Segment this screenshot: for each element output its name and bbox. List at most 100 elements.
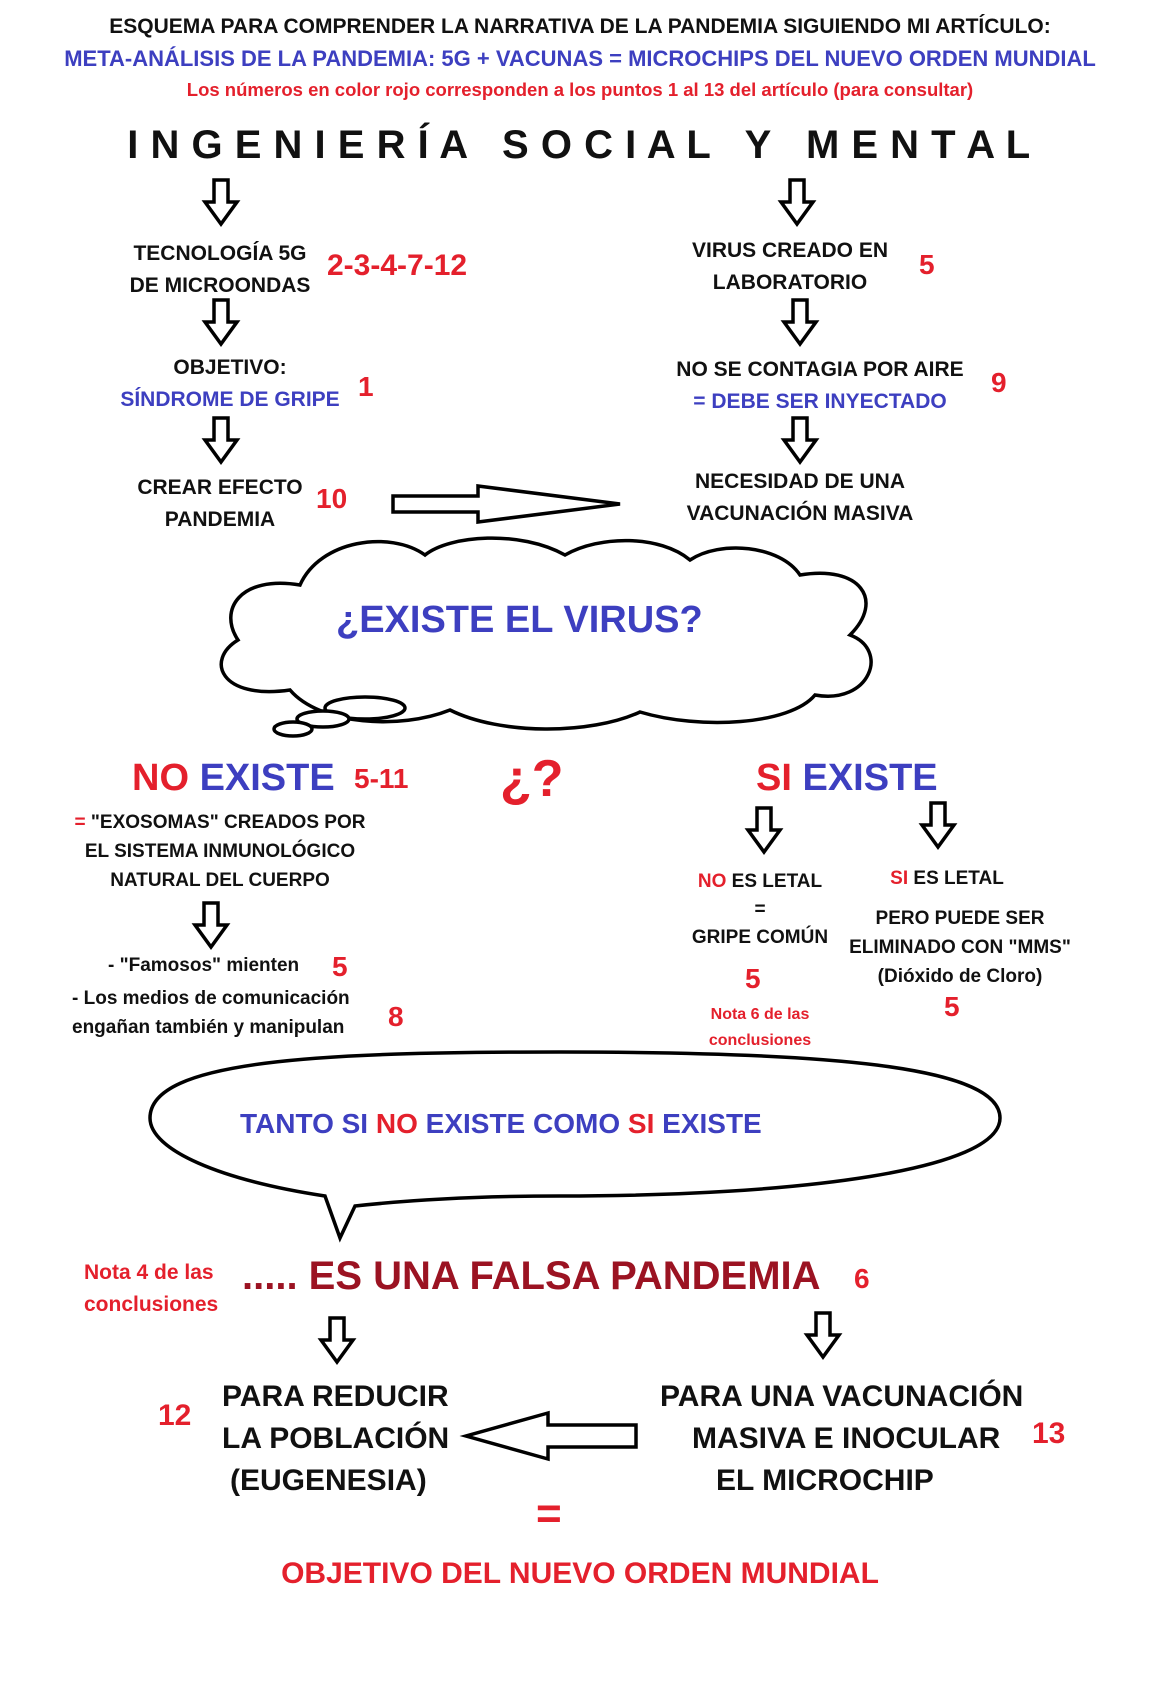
speech-part-3: EXISTE COMO bbox=[417, 1108, 628, 1139]
speech-text: TANTO SI NO EXISTE COMO SI EXISTE bbox=[240, 1107, 762, 1141]
need-line-1: NECESIDAD DE UNA bbox=[694, 470, 906, 493]
no-letal-rest: ES LETAL bbox=[731, 871, 823, 892]
arrow-down-icon bbox=[203, 416, 239, 464]
note-4-line-2: conclusiones bbox=[84, 1293, 219, 1316]
arrow-left-icon bbox=[459, 1410, 638, 1462]
cloud-question: ¿EXISTE EL VIRUS? bbox=[336, 599, 703, 641]
reduce-population-box: PARA REDUCIR LA POBLACIÓN (EUGENESIA) bbox=[222, 1376, 449, 1502]
virus-lab-box: VIRUS CREADO EN LABORATORIO bbox=[660, 235, 920, 299]
tech-line-2: DE MICROONDAS bbox=[129, 274, 311, 297]
arrow-down-icon bbox=[319, 1316, 355, 1364]
vacc-line-3: EL MICROCHIP bbox=[716, 1464, 934, 1497]
speech-part-si: SI bbox=[627, 1108, 655, 1139]
desc-eq: = bbox=[74, 812, 86, 833]
objective-value: SÍNDROME DE GRIPE bbox=[120, 388, 340, 411]
air-box: NO SE CONTAGIA POR AIRE = DEBE SER INYEC… bbox=[660, 354, 980, 418]
desc-line-2: EL SISTEMA INMUNOLÓGICO bbox=[84, 841, 356, 862]
false-pandemic-text: ..... ES UNA FALSA PANDEMIA bbox=[242, 1254, 821, 1298]
main-title: I N G E N I E R Í A S O C I A L Y M E N … bbox=[127, 123, 1031, 167]
arrow-down-icon bbox=[746, 806, 782, 854]
si-word: SI bbox=[756, 757, 792, 799]
medios-box: - Los medios de comunicación engañan tam… bbox=[72, 984, 350, 1042]
si-letal-line-1: PERO PUEDE SER bbox=[875, 908, 1045, 929]
si-letal-line-2: ELIMINADO CON "MMS" bbox=[849, 937, 1071, 958]
arrow-down-icon bbox=[193, 901, 229, 949]
header-line-3: Los números en color rojo corresponden a… bbox=[186, 79, 974, 100]
existe-word: EXISTE bbox=[199, 757, 335, 799]
need-line-2: VACUNACIÓN MASIVA bbox=[686, 502, 914, 525]
medios-line-2: engañan también y manipulan bbox=[72, 1017, 345, 1038]
speech-bubble bbox=[148, 1050, 1002, 1243]
reduce-line-1: PARA REDUCIR bbox=[222, 1380, 449, 1413]
si-letal-box: PERO PUEDE SER ELIMINADO CON "MMS" (Dióx… bbox=[830, 904, 1090, 991]
arrow-down-icon bbox=[805, 1311, 841, 1359]
no-letal-box: NO ES LETAL = GRIPE COMÚN bbox=[660, 868, 860, 952]
reduce-line-2: LA POBLACIÓN bbox=[222, 1422, 450, 1455]
thought-cloud bbox=[219, 536, 873, 738]
objective-box: OBJETIVO: SÍNDROME DE GRIPE bbox=[90, 352, 370, 416]
effect-box: CREAR EFECTO PANDEMIA bbox=[110, 472, 330, 536]
air-line-1: NO SE CONTAGIA POR AIRE bbox=[676, 358, 964, 381]
si-letal-si: SI bbox=[890, 868, 909, 889]
no-word: NO bbox=[132, 757, 189, 799]
microchip-box: PARA UNA VACUNACIÓN MASIVA E INOCULAR EL… bbox=[660, 1376, 1023, 1502]
ref-number: 5-11 bbox=[354, 763, 409, 794]
medios-line-1: - Los medios de comunicación bbox=[72, 988, 350, 1009]
si-existe-heading: SI EXISTE bbox=[756, 756, 938, 802]
arrow-down-icon bbox=[782, 298, 818, 346]
ref-number: 13 bbox=[1032, 1417, 1066, 1450]
virus-line-2: LABORATORIO bbox=[712, 271, 868, 294]
middle-question: ¿? bbox=[500, 750, 564, 808]
ref-number: 5 bbox=[944, 991, 960, 1022]
equals-sign: = bbox=[536, 1489, 562, 1538]
ref-number: 9 bbox=[991, 367, 1007, 398]
ref-number: 12 bbox=[158, 1399, 192, 1432]
si-letal-heading: SI ES LETAL bbox=[862, 868, 1032, 891]
note-4-line-1: Nota 4 de las bbox=[84, 1261, 214, 1284]
speech-part-5: EXISTE bbox=[654, 1108, 762, 1139]
si-letal-rest: ES LETAL bbox=[913, 868, 1004, 889]
ref-number: 5 bbox=[332, 951, 348, 982]
ref-number: 2-3-4-7-12 bbox=[327, 249, 468, 282]
speech-part-1: TANTO SI bbox=[240, 1108, 376, 1139]
header-line-1: ESQUEMA PARA COMPRENDER LA NARRATIVA DE … bbox=[109, 15, 1051, 38]
ref-number: 8 bbox=[388, 1001, 404, 1032]
reduce-line-3: (EUGENESIA) bbox=[230, 1464, 427, 1497]
tech-5g-box: TECNOLOGÍA 5G DE MICROONDAS bbox=[100, 238, 340, 302]
virus-line-1: VIRUS CREADO EN bbox=[691, 239, 889, 262]
tech-line-1: TECNOLOGÍA 5G bbox=[133, 242, 307, 265]
conclusion: OBJETIVO DEL NUEVO ORDEN MUNDIAL bbox=[281, 1557, 879, 1590]
arrow-down-icon bbox=[920, 801, 956, 849]
arrow-down-icon bbox=[779, 178, 815, 226]
air-line-2: = DEBE SER INYECTADO bbox=[693, 390, 947, 413]
famosos-line: - "Famosos" mienten bbox=[108, 955, 300, 976]
no-letal-gripe: GRIPE COMÚN bbox=[691, 927, 829, 948]
effect-line-2: PANDEMIA bbox=[164, 508, 276, 531]
arrow-down-icon bbox=[782, 416, 818, 464]
vacc-line-1: PARA UNA VACUNACIÓN bbox=[660, 1380, 1024, 1413]
note-6-line-2: conclusiones bbox=[708, 1032, 812, 1049]
note-6-box: Nota 6 de las conclusiones bbox=[660, 1002, 860, 1054]
si-letal-line-3: (Dióxido de Cloro) bbox=[877, 966, 1043, 987]
effect-line-1: CREAR EFECTO bbox=[137, 476, 303, 499]
no-letal-eq: = bbox=[754, 899, 766, 920]
no-letal-no: NO bbox=[697, 871, 727, 892]
exosomas-box: = "EXOSOMAS" CREADOS POR EL SISTEMA INMU… bbox=[60, 808, 380, 895]
note-6-line-1: Nota 6 de las bbox=[710, 1006, 810, 1023]
arrow-down-icon bbox=[203, 178, 239, 226]
ref-number: 1 bbox=[358, 371, 374, 402]
no-existe-heading: NO EXISTE bbox=[132, 756, 335, 802]
ref-number: 5 bbox=[745, 963, 761, 994]
mass-vaccination-box: NECESIDAD DE UNA VACUNACIÓN MASIVA bbox=[660, 466, 940, 530]
arrow-down-icon bbox=[203, 298, 239, 346]
ref-number: 10 bbox=[316, 483, 348, 514]
objective-label: OBJETIVO: bbox=[173, 356, 287, 379]
vacc-line-2: MASIVA E INOCULAR bbox=[692, 1422, 1001, 1455]
desc-line-3: NATURAL DEL CUERPO bbox=[110, 870, 330, 891]
desc-line-1: "EXOSOMAS" CREADOS POR bbox=[90, 812, 366, 833]
arrow-right-icon bbox=[391, 484, 621, 524]
ref-number: 5 bbox=[919, 249, 935, 280]
existe-word: EXISTE bbox=[802, 757, 938, 799]
ref-number: 6 bbox=[854, 1263, 870, 1294]
speech-part-no: NO bbox=[375, 1108, 418, 1139]
